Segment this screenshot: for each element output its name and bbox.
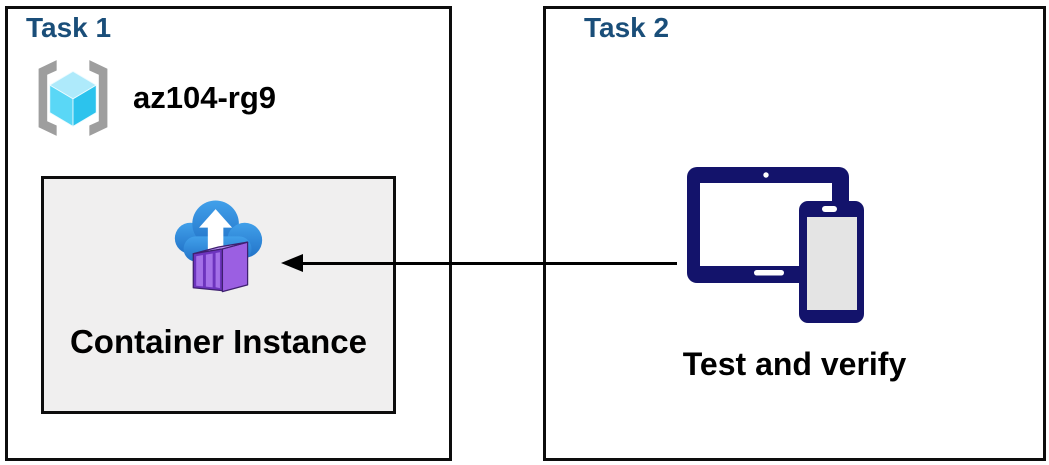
arrow-head-icon bbox=[281, 254, 303, 272]
devices-icon bbox=[687, 167, 864, 323]
task1-title: Task 1 bbox=[26, 12, 112, 43]
container-slats bbox=[196, 252, 220, 289]
container-instance-icon bbox=[174, 200, 263, 293]
container-instance-label: Container Instance bbox=[69, 323, 368, 360]
resource-group-name: az104-rg9 bbox=[133, 80, 277, 115]
resource-group-icon bbox=[38, 60, 108, 136]
upload-arrow-icon bbox=[199, 209, 233, 252]
arrow-line bbox=[300, 262, 677, 265]
test-and-verify-label: Test and verify bbox=[682, 346, 907, 382]
phone-icon bbox=[799, 201, 864, 323]
task2-title: Task 2 bbox=[584, 12, 670, 43]
